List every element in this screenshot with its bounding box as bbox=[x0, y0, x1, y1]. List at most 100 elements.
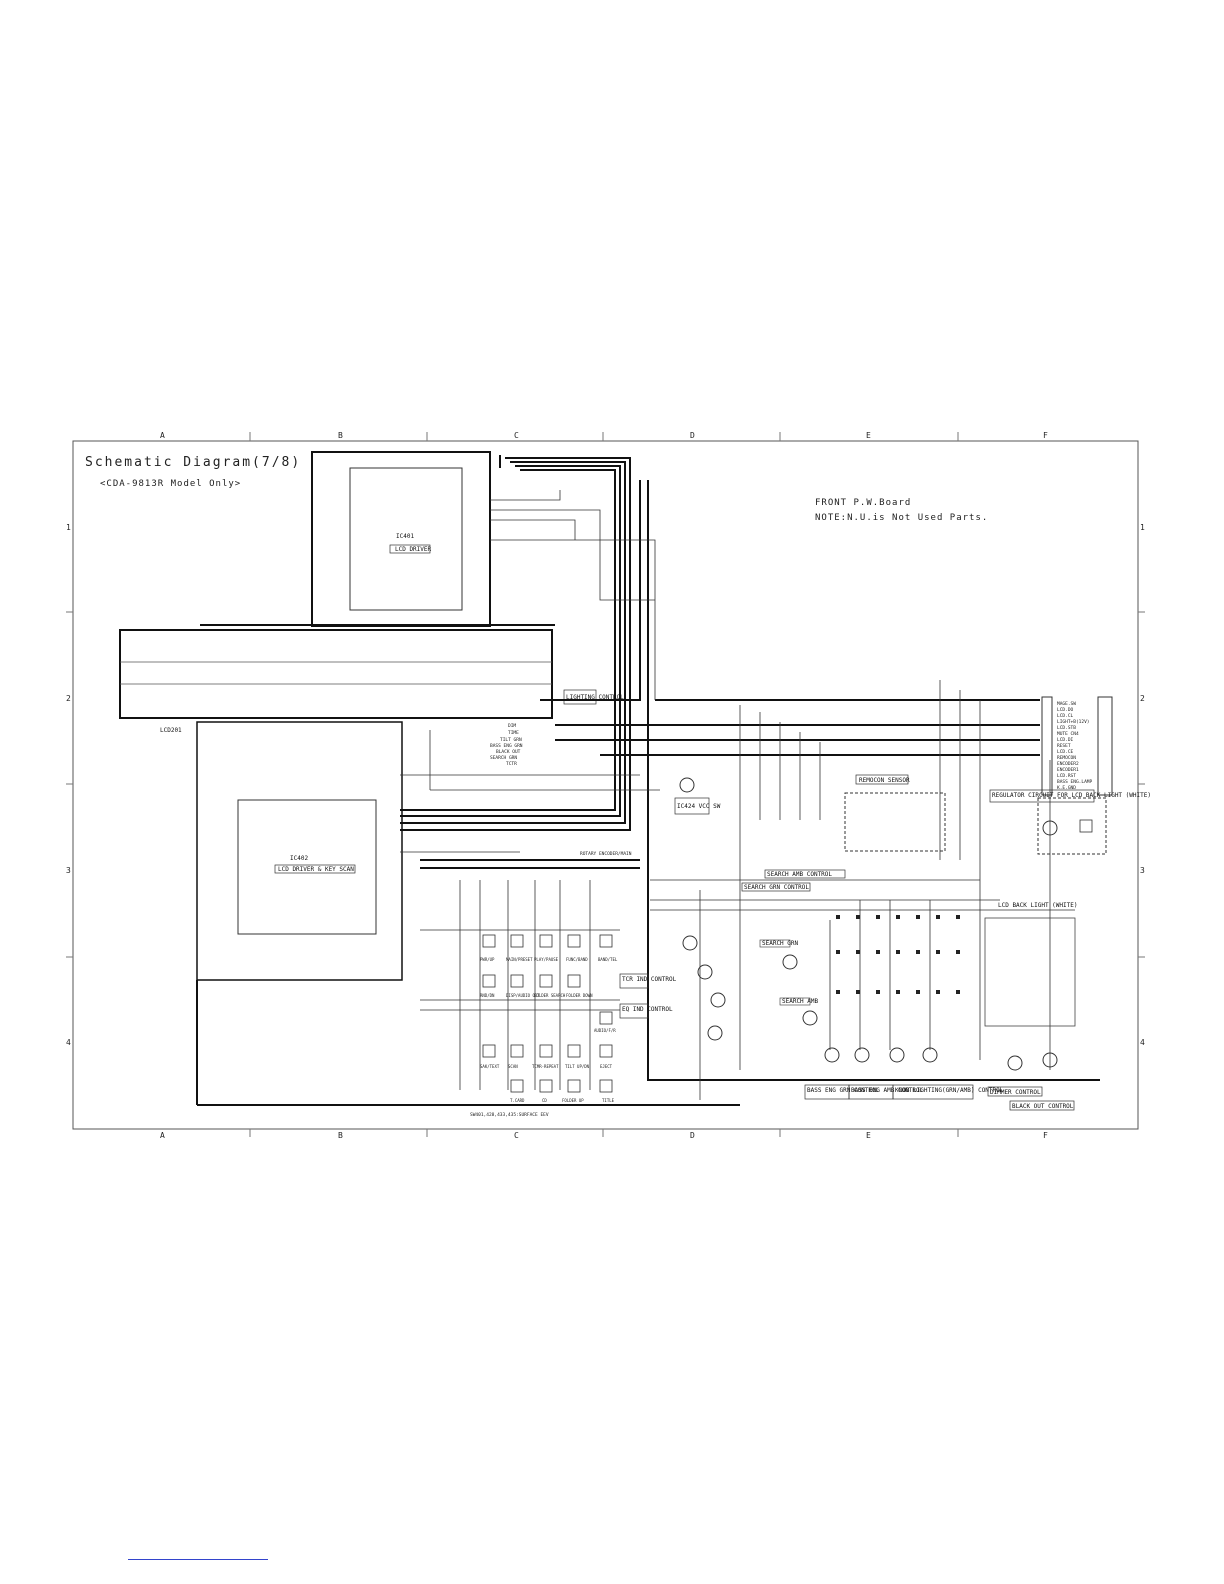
connector-signal: MUTE CN4 bbox=[1057, 731, 1079, 737]
dimmer-control-label: DIMMER CONTROL bbox=[990, 1089, 1041, 1096]
key-label: MAIN/PRESET bbox=[506, 957, 533, 962]
grid-row-2-right: 2 bbox=[1140, 694, 1145, 703]
key-label: TILT UP/DN bbox=[565, 1064, 590, 1069]
key-label: TCMR-REPEAT bbox=[532, 1064, 559, 1069]
search-grn-control-label: SEARCH GRN CONTROL bbox=[744, 884, 809, 891]
connector-signal: ENCODER2 bbox=[1057, 761, 1079, 767]
grid-col-e-top: E bbox=[866, 431, 871, 440]
ic424-block: IC424 VCC SW bbox=[674, 777, 721, 815]
signal-wires bbox=[400, 490, 1075, 1100]
grid-ticks bbox=[66, 432, 1145, 1137]
diagram-title: Schematic Diagram(7/8) bbox=[85, 455, 301, 470]
grid-col-d-bottom: D bbox=[690, 1131, 695, 1140]
connector-signal: RESET bbox=[1057, 743, 1071, 749]
ctl-signal: DIM bbox=[508, 723, 516, 729]
connector-signal: ENCODER1 bbox=[1057, 767, 1079, 773]
connector-signal: LCD.DO bbox=[1057, 707, 1074, 713]
connector-signal: BASS ENG.LAMP bbox=[1057, 779, 1093, 785]
key-label: TITLE bbox=[602, 1098, 615, 1103]
key-label: SAK/TEXT bbox=[480, 1064, 500, 1069]
key-matrix bbox=[482, 934, 613, 1093]
connector-signal: LCD.RST bbox=[1057, 773, 1076, 779]
grid-row-1-right: 1 bbox=[1140, 523, 1145, 532]
ctl-signal: BASS ENG GRN bbox=[490, 743, 523, 749]
grid-rows: 1 2 3 4 1 2 3 4 bbox=[66, 523, 1145, 1047]
right-connector bbox=[1041, 696, 1113, 796]
connector-signal: REMOCON bbox=[1057, 755, 1076, 761]
grid-row-3-left: 3 bbox=[66, 866, 71, 875]
remocon-sensor-label: REMOCON SENSOR bbox=[859, 777, 910, 784]
tcr-ind-control-label: TCR IND CONTROL bbox=[622, 976, 677, 983]
grid-row-2-left: 2 bbox=[66, 694, 71, 703]
switch-row-3 bbox=[482, 1044, 613, 1058]
key-label: CD bbox=[542, 1098, 547, 1103]
connector-signal: MAGE.SW bbox=[1057, 701, 1076, 707]
grid-columns-bottom: A B C D E F bbox=[160, 1131, 1048, 1140]
key-label: RND/DN bbox=[480, 993, 495, 998]
grid-col-f-bottom: F bbox=[1043, 1131, 1048, 1140]
footer-note: SW401,428,433,435:SURFACE EEV bbox=[470, 1112, 549, 1118]
grid-col-a-top: A bbox=[160, 431, 165, 440]
grid-col-a-bottom: A bbox=[160, 1131, 165, 1140]
switch-row-4 bbox=[510, 1079, 613, 1093]
ctl-signal: TIME bbox=[508, 730, 519, 736]
connector-signal: LCD.CE bbox=[1057, 749, 1074, 755]
grid-col-b-top: B bbox=[338, 431, 343, 440]
regulator-label: REGULATOR CIRCUIT FOR LCD BACK LIGHT (WH… bbox=[992, 792, 1151, 799]
key-label: PWR/UP bbox=[480, 957, 495, 962]
transistors bbox=[682, 935, 1058, 1071]
bottom-link-line bbox=[128, 1559, 268, 1560]
board-name: FRONT P.W.Board bbox=[815, 498, 911, 508]
black-out-control-label: BLACK OUT CONTROL bbox=[1012, 1103, 1074, 1110]
bass-eng-amb-label: BASS ENG AMB CONTROL bbox=[851, 1087, 924, 1094]
key-label: BAND/TEL bbox=[598, 957, 618, 962]
key-label: FUNC/BAND bbox=[566, 957, 588, 962]
lcd-module-label: LCD201 bbox=[160, 727, 182, 734]
rotary-encoder-label: ROTARY ENCODER/MAIN bbox=[580, 851, 632, 857]
parts-note: NOTE:N.U.is Not Used Parts. bbox=[815, 513, 988, 523]
lighting-control-block: LIGHTING CONTROL bbox=[563, 689, 624, 705]
lcd-keyscan-block: IC402 LCD DRIVER & KEY SCAN bbox=[196, 721, 403, 981]
grid-col-f-top: F bbox=[1043, 431, 1048, 440]
search-grn-label: SEARCH GRN bbox=[762, 940, 799, 947]
connector-signals: MAGE.SW LCD.DO LCD.CL LIGHT+B(12V) LCD.S… bbox=[1057, 701, 1093, 791]
lcd-driver-label: LCD DRIVER bbox=[395, 546, 432, 553]
ic424-label: IC424 VCC SW bbox=[677, 803, 721, 810]
key-label: DISP/AUDIO OUT bbox=[506, 993, 540, 998]
grid-col-d-top: D bbox=[690, 431, 695, 440]
bass-eng-grn-label: BASS ENG GRN CONTROL bbox=[807, 1087, 880, 1094]
lcd-driver-ic: IC401 bbox=[396, 533, 414, 540]
led-array bbox=[836, 915, 960, 994]
grid-row-3-right: 3 bbox=[1140, 866, 1145, 875]
lighting-control-label: LIGHTING CONTROL bbox=[566, 694, 624, 701]
ctl-signals: DIM TIME TILT GRN BASS ENG GRN BLACK OUT… bbox=[490, 723, 523, 767]
regulator-block: REGULATOR CIRCUIT FOR LCD BACK LIGHT (WH… bbox=[989, 789, 1151, 855]
grid-col-e-bottom: E bbox=[866, 1131, 871, 1140]
lcd-driver-block: IC401 LCD DRIVER bbox=[311, 451, 491, 627]
grid-row-4-right: 4 bbox=[1140, 1038, 1145, 1047]
key-labels: PWR/UP MAIN/PRESET PLAY/PAUSE FUNC/BAND … bbox=[480, 957, 618, 1103]
grid-col-b-bottom: B bbox=[338, 1131, 343, 1140]
lcd-keyscan-label: LCD DRIVER & KEY SCAN bbox=[278, 866, 354, 873]
remocon-sensor-block: REMOCON SENSOR bbox=[844, 774, 946, 852]
connector-signal: LCD.DI bbox=[1057, 737, 1074, 743]
key-label: PLAY/PAUSE bbox=[534, 957, 559, 962]
ctl-signal: TILT GRN bbox=[500, 737, 522, 743]
lcd-back-light-label: LCD BACK LIGHT (WHITE) bbox=[998, 902, 1077, 909]
grid-row-1-left: 1 bbox=[66, 523, 71, 532]
grid-columns-top: A B C D E F bbox=[160, 431, 1048, 440]
search-amb-label: SEARCH AMB bbox=[782, 998, 819, 1005]
connector-signal: LCD.CL bbox=[1057, 713, 1074, 719]
lcd-module-block: LCD201 bbox=[119, 624, 555, 734]
ctl-signal: BLACK OUT bbox=[496, 749, 521, 755]
key-label: FOLDER DOWN bbox=[566, 993, 593, 998]
key-label: FOLDER UP bbox=[562, 1098, 584, 1103]
switch-row-2 bbox=[482, 974, 613, 1025]
switch-row-1 bbox=[482, 934, 613, 948]
search-amb-control-label: SEARCH AMB CONTROL bbox=[767, 871, 832, 878]
connector-signal: LIGHT+B(12V) bbox=[1057, 719, 1090, 725]
ctl-signal: SEARCH GRN bbox=[490, 755, 517, 761]
key-label: AUDIO/F/R bbox=[594, 1028, 616, 1033]
key-label: EJECT bbox=[600, 1064, 613, 1069]
connector-signal: LCD.STB bbox=[1057, 725, 1076, 731]
